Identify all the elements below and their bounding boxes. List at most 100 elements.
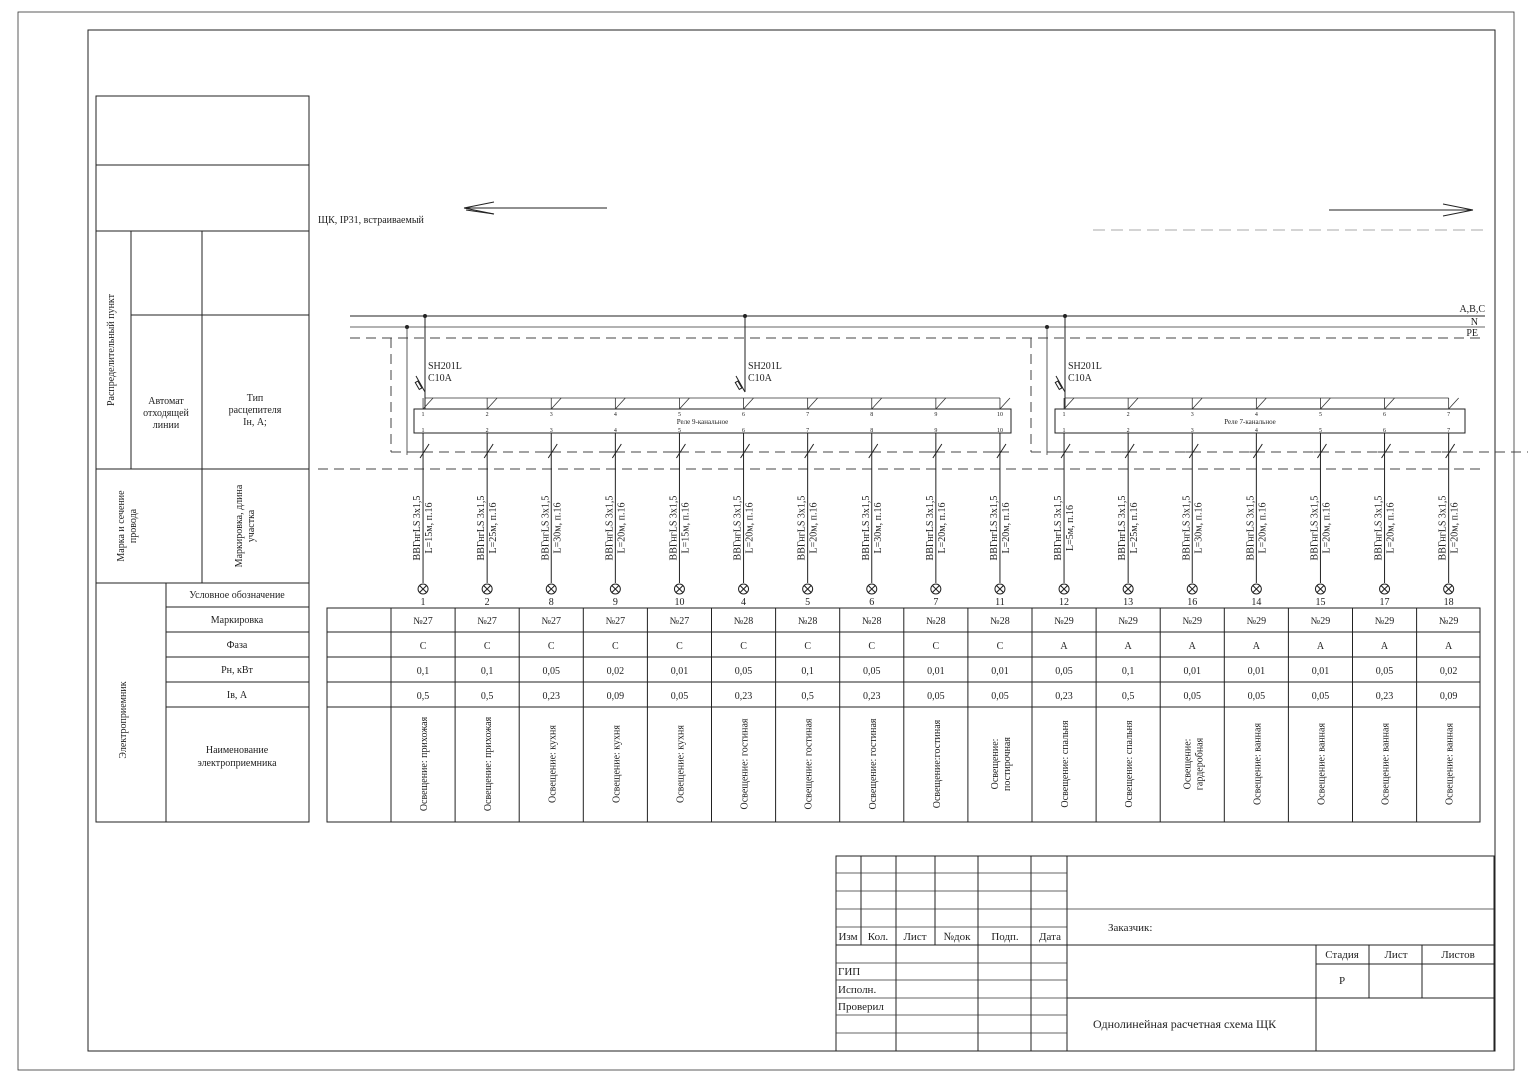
circuit-breaker-icon bbox=[1445, 443, 1456, 459]
cable-brand: ВВГнгLS 3х1,5 bbox=[797, 496, 808, 561]
cell-consumer-name: Освещение: прихожая bbox=[483, 716, 494, 811]
relay-channel-bottom: 2 bbox=[1127, 428, 1130, 434]
cable-brand: ВВГнгLS 3х1,5 bbox=[1309, 496, 1320, 561]
breaker-contact-icon bbox=[1055, 375, 1066, 393]
label-consumer: Электроприемник bbox=[118, 681, 129, 758]
circuit-breaker-icon bbox=[1188, 443, 1199, 459]
consumer-number: 12 bbox=[1059, 597, 1069, 608]
relay-channel-top: 4 bbox=[1255, 412, 1258, 418]
relay-channel-top: 8 bbox=[870, 412, 873, 418]
relay-channel-top: 6 bbox=[742, 412, 745, 418]
cell-marking: №27 bbox=[670, 616, 690, 627]
consumer-number: 15 bbox=[1315, 597, 1325, 608]
cell-consumer-name: Освещение: ванная bbox=[1381, 723, 1392, 805]
relay-channel-bottom: 3 bbox=[1191, 428, 1194, 434]
cable-length: L=20м, п.16 bbox=[1386, 503, 1397, 554]
breaker-contact-icon bbox=[415, 375, 426, 393]
relay-channel-top: 3 bbox=[550, 412, 553, 418]
consumer-number: 7 bbox=[933, 597, 938, 608]
lamp-icon bbox=[609, 583, 621, 595]
pe-feed-1 bbox=[390, 325, 1011, 455]
inner-frame bbox=[87, 29, 1496, 1052]
consumer-number: 16 bbox=[1187, 597, 1197, 608]
cell-current: 0,5 bbox=[801, 691, 814, 702]
cable-brand: ВВГнгLS 3х1,5 bbox=[1438, 496, 1449, 561]
relay-switch-icon bbox=[486, 397, 498, 410]
consumer-number: 2 bbox=[485, 597, 490, 608]
cable-brand: ВВГнгLS 3х1,5 bbox=[925, 496, 936, 561]
relay-channel-bottom: 1 bbox=[1063, 428, 1066, 434]
circuit-breaker-icon bbox=[1124, 443, 1135, 459]
cell-marking: №27 bbox=[413, 616, 433, 627]
relay-channel-top: 1 bbox=[1063, 412, 1066, 418]
cell-phase: A bbox=[1381, 641, 1389, 652]
breaker-release-icon bbox=[414, 380, 423, 391]
cell-power: 0,01 bbox=[927, 666, 945, 677]
relay-channel-bottom: 6 bbox=[1383, 428, 1386, 434]
cell-phase: A bbox=[1253, 641, 1261, 652]
relay-channel-top: 4 bbox=[614, 412, 617, 418]
cell-marking: №29 bbox=[1118, 616, 1138, 627]
circuit-breaker-icon bbox=[1252, 443, 1263, 459]
cell-power: 0,05 bbox=[1376, 666, 1394, 677]
breaker-rating: C10A bbox=[1068, 373, 1093, 384]
consumer-number: 10 bbox=[674, 597, 684, 608]
cell-marking: №28 bbox=[734, 616, 754, 627]
relay-channel-bottom: 3 bbox=[550, 428, 553, 434]
cable-length: L=30м, п.16 bbox=[873, 503, 884, 554]
cell-marking: №28 bbox=[990, 616, 1010, 627]
tb-role-gip: ГИП bbox=[838, 966, 860, 978]
label-current: Iв, А bbox=[227, 690, 248, 701]
cell-current: 0,5 bbox=[417, 691, 430, 702]
relay-label: Реле 7-канальное bbox=[1224, 418, 1276, 426]
cell-power: 0,1 bbox=[1122, 666, 1135, 677]
lamp-icon bbox=[1122, 583, 1134, 595]
lamp-icon bbox=[1379, 583, 1391, 595]
relay-channel-top: 5 bbox=[678, 412, 681, 418]
cell-marking: №29 bbox=[1247, 616, 1267, 627]
consumer-number: 17 bbox=[1380, 597, 1390, 608]
cell-marking: №28 bbox=[798, 616, 818, 627]
relay-channel-top: 10 bbox=[997, 412, 1003, 418]
cable-length: L=30м, п.16 bbox=[1193, 503, 1204, 554]
relay-channel-top: 9 bbox=[934, 412, 937, 418]
tb-col-podp: Подп. bbox=[991, 931, 1019, 943]
cell-power: 0,01 bbox=[1312, 666, 1330, 677]
relay-label: Реле 9-канальное bbox=[677, 418, 729, 426]
cable-length: L=20м, п.16 bbox=[809, 503, 820, 554]
relay-channel-bottom: 2 bbox=[486, 428, 489, 434]
relay-channel-bottom: 5 bbox=[678, 428, 681, 434]
circuit-breaker-icon bbox=[740, 443, 750, 459]
cell-phase: A bbox=[1189, 641, 1197, 652]
consumer-number: 4 bbox=[741, 597, 746, 608]
cell-phase: C bbox=[868, 641, 875, 652]
relay-switch-icon bbox=[1063, 397, 1075, 410]
cable-length: L=20м, п.16 bbox=[1450, 503, 1461, 554]
lamp-icon bbox=[481, 583, 493, 595]
cell-consumer-name: Освещение: ванная bbox=[1316, 723, 1327, 805]
cable-brand: ВВГнгLS 3х1,5 bbox=[733, 496, 744, 561]
cell-current: 0,23 bbox=[543, 691, 561, 702]
circuit-breaker-icon bbox=[932, 443, 943, 459]
cell-power: 0,1 bbox=[481, 666, 494, 677]
lamp-icon bbox=[802, 583, 814, 595]
relay-switch-icon bbox=[1191, 397, 1203, 410]
lamp-icon bbox=[1314, 583, 1326, 595]
cell-power: 0,1 bbox=[417, 666, 430, 677]
cable-brand: ВВГнгLS 3х1,5 bbox=[668, 496, 679, 561]
lamp-icon bbox=[417, 583, 429, 595]
tb-col-list: Лист bbox=[903, 931, 926, 943]
breaker-release-icon bbox=[1054, 380, 1063, 391]
relay-switch-icon bbox=[999, 397, 1011, 410]
relay-channel-bottom: 7 bbox=[1447, 428, 1450, 434]
tb-col-ndok: №док bbox=[944, 931, 972, 943]
relay-switch-icon bbox=[871, 397, 883, 410]
